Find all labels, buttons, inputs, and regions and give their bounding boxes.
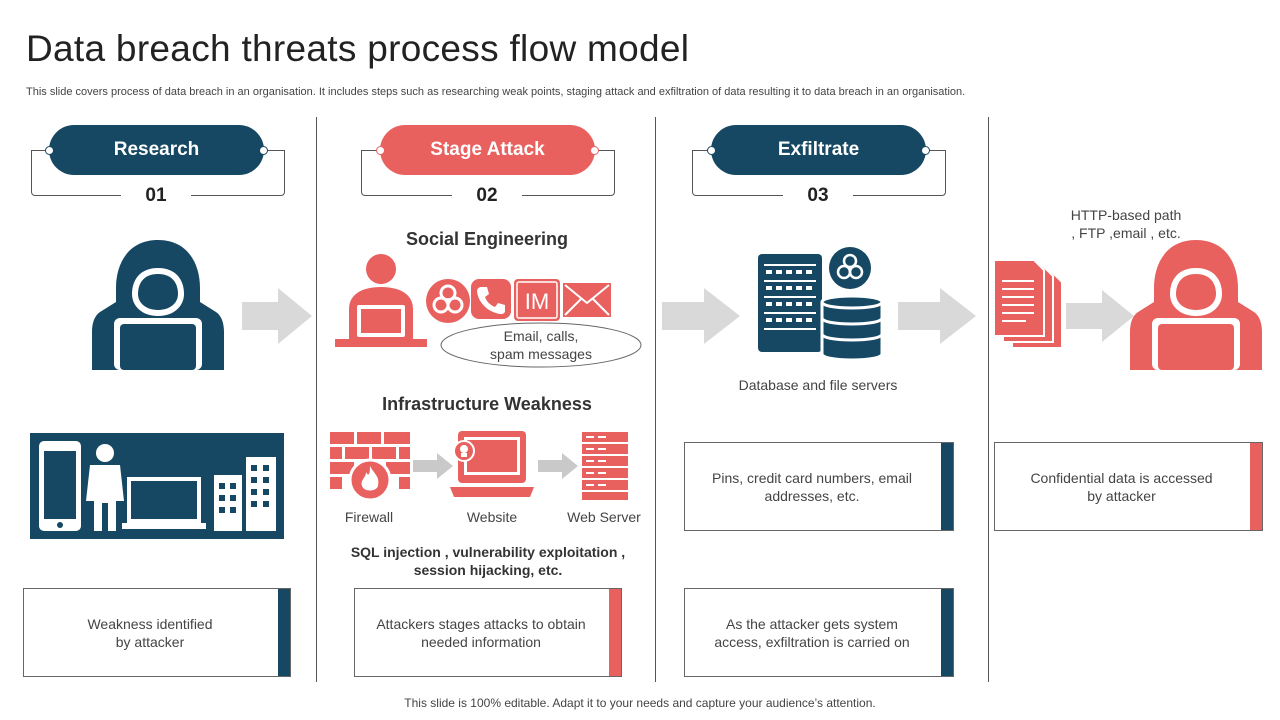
database-servers-icon [758,247,884,362]
accent-bar [941,443,953,530]
page-subtitle: This slide covers process of data breach… [26,86,966,98]
pill-dot [921,146,930,155]
column-divider [655,117,656,682]
flow-arrow-icon [242,288,312,344]
column-divider [316,117,317,682]
final-description: Confidential data is accessed by attacke… [1030,469,1213,504]
biohazard-icon [426,279,470,323]
pill-dot [45,146,54,155]
step-number: 01 [121,185,191,207]
bracket-tick [31,150,49,151]
footer-note: This slide is 100% editable. Adapt it to… [404,696,876,710]
website-label: Website [466,509,518,525]
accent-bar [609,589,621,676]
web-server-label: Web Server [567,509,641,525]
stage-attack-description-box: Attackers stages attacks to obtain neede… [354,588,622,677]
step-pill-exfiltrate: Exfiltrate [711,125,926,175]
bracket-tick [267,150,285,151]
flow-arrow-icon [1066,290,1134,342]
social-engineering-note: Email, calls, spam messages [490,328,592,362]
exfiltrate-description-box: As the attacker gets system access, exfi… [684,588,954,677]
bracket-tick [928,150,946,151]
bracket-tick [361,150,379,151]
accent-bar [941,589,953,676]
infrastructure-weakness-note: SQL injection , vulnerability exploitati… [350,544,626,578]
research-description: Weakness identified by attacker [87,615,213,650]
pill-dot [376,146,385,155]
firewall-icon [330,432,410,502]
note-ellipse [440,322,642,368]
instant-message-icon: IM [514,279,560,321]
accent-bar [1250,443,1262,530]
attacker-at-laptop-icon [335,254,427,347]
pill-dot [590,146,599,155]
bracket-tick [597,150,615,151]
servers-label: Database and file servers [738,377,898,393]
devices-panel-icon [30,433,284,539]
exfiltration-path-label: HTTP-based path , FTP ,email , etc. [1070,207,1182,241]
exfiltrate-data-box: Pins, credit card numbers, email address… [684,442,954,531]
phone-icon [471,279,511,319]
final-description-box: Confidential data is accessed by attacke… [994,442,1263,531]
step-pill-stage-attack: Stage Attack [380,125,595,175]
flow-arrow-icon [662,288,740,344]
exfiltrated-data-description: Pins, credit card numbers, email address… [712,469,912,504]
im-label: IM [525,289,549,314]
research-description-box: Weakness identified by attacker [23,588,291,677]
pill-dot [259,146,268,155]
flow-arrow-icon [413,453,453,479]
hacker-icon [92,240,224,370]
compromised-website-icon [450,431,534,497]
social-engineering-heading: Social Engineering [405,229,569,249]
flow-arrow-icon [898,288,976,344]
bracket-tick [692,150,710,151]
accent-bar [278,589,290,676]
infrastructure-weakness-heading: Infrastructure Weakness [382,394,592,414]
pill-dot [707,146,716,155]
step-number: 03 [783,185,853,207]
flow-arrow-icon [538,453,578,479]
email-icon [563,283,611,317]
step-pill-research: Research [49,125,264,175]
stage-attack-description: Attackers stages attacks to obtain neede… [376,615,586,650]
column-divider [988,117,989,682]
documents-icon [993,259,1063,349]
page-title: Data breach threats process flow model [26,28,690,69]
exfiltrate-description: As the attacker gets system access, exfi… [714,615,910,650]
attacker-icon [1130,240,1262,370]
step-number: 02 [452,185,522,207]
web-server-icon [582,432,628,500]
firewall-label: Firewall [344,509,394,525]
